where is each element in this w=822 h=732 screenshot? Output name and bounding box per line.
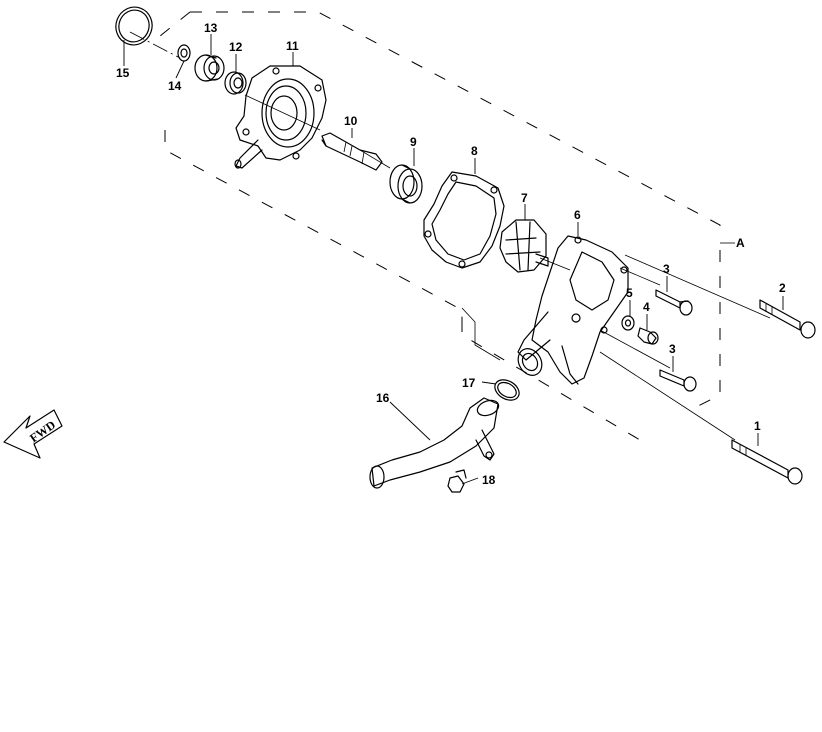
part-1-long-bolt <box>731 439 803 485</box>
callout-3-lower: 3 <box>669 342 676 356</box>
callout-6: 6 <box>574 208 581 222</box>
part-3-bolt-upper <box>655 289 693 316</box>
callout-2: 2 <box>779 281 786 295</box>
forward-arrow-icon: FWD <box>3 409 63 459</box>
part-12-seal <box>224 71 247 95</box>
part-14-washer <box>177 44 191 62</box>
callout-12: 12 <box>229 40 243 54</box>
callout-1: 1 <box>754 419 761 433</box>
part-16-outlet-pipe <box>369 397 500 489</box>
callout-11: 11 <box>286 39 299 53</box>
part-13-bearing <box>194 54 225 82</box>
part-2-long-bolt <box>759 299 816 339</box>
direction-label: FWD <box>27 417 58 445</box>
view-marker: A <box>736 236 745 250</box>
part-6-pump-housing <box>517 235 629 385</box>
part-4-drain-bolt <box>637 327 659 345</box>
callout-5: 5 <box>626 286 633 300</box>
leader-lines <box>123 34 784 485</box>
callout-14: 14 <box>168 79 182 93</box>
callout-16: 16 <box>376 391 390 405</box>
callout-7: 7 <box>521 191 528 205</box>
callout-3-upper: 3 <box>663 262 670 276</box>
part-7-impeller <box>499 219 549 273</box>
part-17-o-ring <box>494 379 520 401</box>
callout-18: 18 <box>482 473 496 487</box>
part-5-washer <box>621 315 635 331</box>
callout-4: 4 <box>643 300 650 314</box>
callout-9: 9 <box>410 135 417 149</box>
part-11-pump-cover <box>234 65 327 169</box>
assembly-boundary <box>154 11 735 441</box>
part-3-bolt-lower <box>659 369 697 392</box>
callout-15: 15 <box>116 66 130 80</box>
callout-13: 13 <box>204 21 218 35</box>
callout-8: 8 <box>471 144 478 158</box>
part-10-pump-shaft <box>321 132 383 171</box>
callout-17: 17 <box>462 376 476 390</box>
assembly-axis <box>129 31 771 441</box>
callout-10: 10 <box>344 114 358 128</box>
part-15-o-ring <box>115 6 153 46</box>
part-9-mechanical-seal <box>389 164 423 204</box>
callout-labels: 1 2 3 3 4 5 6 7 8 9 10 11 12 13 14 15 16… <box>116 21 786 487</box>
part-8-gasket <box>423 171 505 269</box>
part-18-plug <box>447 469 467 493</box>
